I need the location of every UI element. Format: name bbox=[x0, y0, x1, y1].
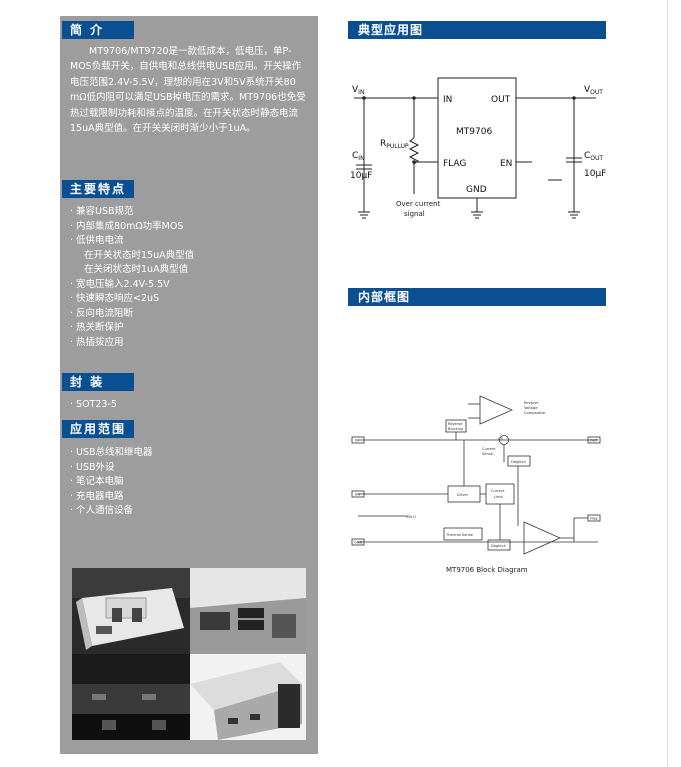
applications-heading: 应用范围 bbox=[62, 420, 134, 438]
product-photo-power-bank bbox=[190, 654, 306, 740]
cin-value: 10μF bbox=[350, 171, 372, 181]
product-photo-laptop-port bbox=[190, 568, 306, 654]
driver-label: Driver bbox=[457, 493, 469, 497]
feature-subitem: 在关闭状态时1uA典型值 bbox=[84, 264, 189, 275]
reverse-comparator-label-2: Voltage bbox=[524, 406, 538, 410]
vout-label: VOUT bbox=[584, 85, 603, 96]
pin-out-label: OUT bbox=[491, 95, 511, 105]
page-edge-line bbox=[667, 0, 668, 767]
cs-symbol-label: CS bbox=[498, 437, 504, 441]
intro-paragraph: MT9706/MT9720是一款低成本，低电压，单P-MOS负载开关，自供电和总… bbox=[70, 44, 310, 136]
chip-label: MT9706 bbox=[456, 127, 492, 137]
pin-en-label: EN bbox=[500, 159, 512, 169]
thermal-sense-label: Thermal Sense bbox=[445, 533, 474, 537]
cout-value: 10μF bbox=[584, 169, 606, 179]
intro-text: MT9706/MT9720是一款低成本，低电压，单P-MOS负载开关，自供电和总… bbox=[70, 46, 306, 135]
feature-item: · 快速瞬态响应<2uS bbox=[70, 293, 160, 304]
pin-flag-label: FLAG bbox=[443, 159, 466, 169]
product-photo-charger bbox=[72, 568, 190, 654]
package-list: · SOT23-5 bbox=[70, 398, 117, 413]
features-list: · 兼容USB规范 · 内部集成80mΩ功率MOS · 低供电电流 在开关状态时… bbox=[70, 205, 194, 350]
features-heading: 主要特点 bbox=[62, 180, 134, 198]
application-item: · 个人通信设备 bbox=[70, 505, 134, 516]
internal-block-diagram: Reverse Blocking Reverse Voltage Compara… bbox=[348, 382, 608, 582]
cout-label: COUT bbox=[584, 151, 603, 162]
block-diagram-heading: 内部框图 bbox=[348, 288, 606, 306]
block-pin-in: IN bbox=[355, 439, 359, 443]
feature-item: · 反向电流阻断 bbox=[70, 307, 134, 319]
block-pin-out: OUT bbox=[590, 439, 598, 443]
cin-label: CIN bbox=[352, 151, 365, 162]
reverse-comparator-label-3: Comparator bbox=[524, 411, 546, 415]
current-sense-label-1: Current bbox=[482, 447, 496, 451]
application-item: · 充电器电路 bbox=[70, 490, 124, 502]
reverse-comparator-label-1: Reverse bbox=[524, 401, 539, 405]
reverse-blocking-label-2: Blocking bbox=[448, 427, 463, 431]
current-limit-label-2: Limit bbox=[494, 495, 503, 499]
vin-label: VIN bbox=[352, 85, 364, 96]
feature-item: · 内部集成80mΩ功率MOS bbox=[70, 220, 184, 232]
block-pin-flag: Flag bbox=[590, 517, 598, 521]
deglitch-label-1: Deglitch bbox=[511, 460, 526, 464]
overcurrent-label-1: Over current bbox=[396, 200, 441, 208]
feature-item: · 兼容USB规范 bbox=[70, 206, 134, 217]
feature-item: · 宽电压输入2.4V-5.5V bbox=[70, 278, 170, 290]
current-sense-label-2: Sense bbox=[482, 452, 494, 456]
block-diagram-caption: MT9706 Block Diagram bbox=[446, 566, 528, 574]
application-item: · USB总线和继电器 bbox=[70, 447, 153, 458]
overcurrent-label-2: signal bbox=[404, 210, 425, 218]
block-pin-en: EN bbox=[355, 493, 360, 497]
application-item: · USB外设 bbox=[70, 461, 115, 473]
applications-list: · USB总线和继电器 · USB外设 · 笔记本电脑 · 充电器电路 · 个人… bbox=[70, 446, 153, 519]
block-pin-gnd: GND bbox=[354, 541, 362, 545]
pin-gnd-label: GND bbox=[466, 185, 487, 195]
typical-application-schematic: VIN VOUT IN OUT FLAG EN GND MT9706 RPULL… bbox=[348, 70, 608, 235]
uvlo-label: UVLO bbox=[406, 515, 416, 519]
application-item: · 笔记本电脑 bbox=[70, 476, 124, 487]
feature-item: · 低供电电流 在开关状态时15uA典型值 在关闭状态时1uA典型值 bbox=[70, 234, 194, 278]
deglitch-label-2: Deglitch bbox=[491, 544, 506, 548]
package-item: · SOT23-5 bbox=[70, 399, 117, 410]
typical-application-heading: 典型应用图 bbox=[348, 21, 606, 39]
rpullup-label: RPULLUP bbox=[380, 139, 409, 150]
feature-item: · 热关断保护 bbox=[70, 322, 124, 333]
current-limit-label-1: Current bbox=[491, 489, 505, 493]
pin-in-label: IN bbox=[443, 95, 452, 105]
intro-heading: 简 介 bbox=[62, 21, 134, 39]
feature-item: · 热插拔应用 bbox=[70, 336, 124, 348]
feature-subitem: 在开关状态时15uA典型值 bbox=[84, 249, 195, 261]
reverse-blocking-label-1: Reverse bbox=[448, 422, 463, 426]
package-heading: 封 装 bbox=[62, 373, 134, 391]
product-photo-hub bbox=[72, 654, 190, 740]
